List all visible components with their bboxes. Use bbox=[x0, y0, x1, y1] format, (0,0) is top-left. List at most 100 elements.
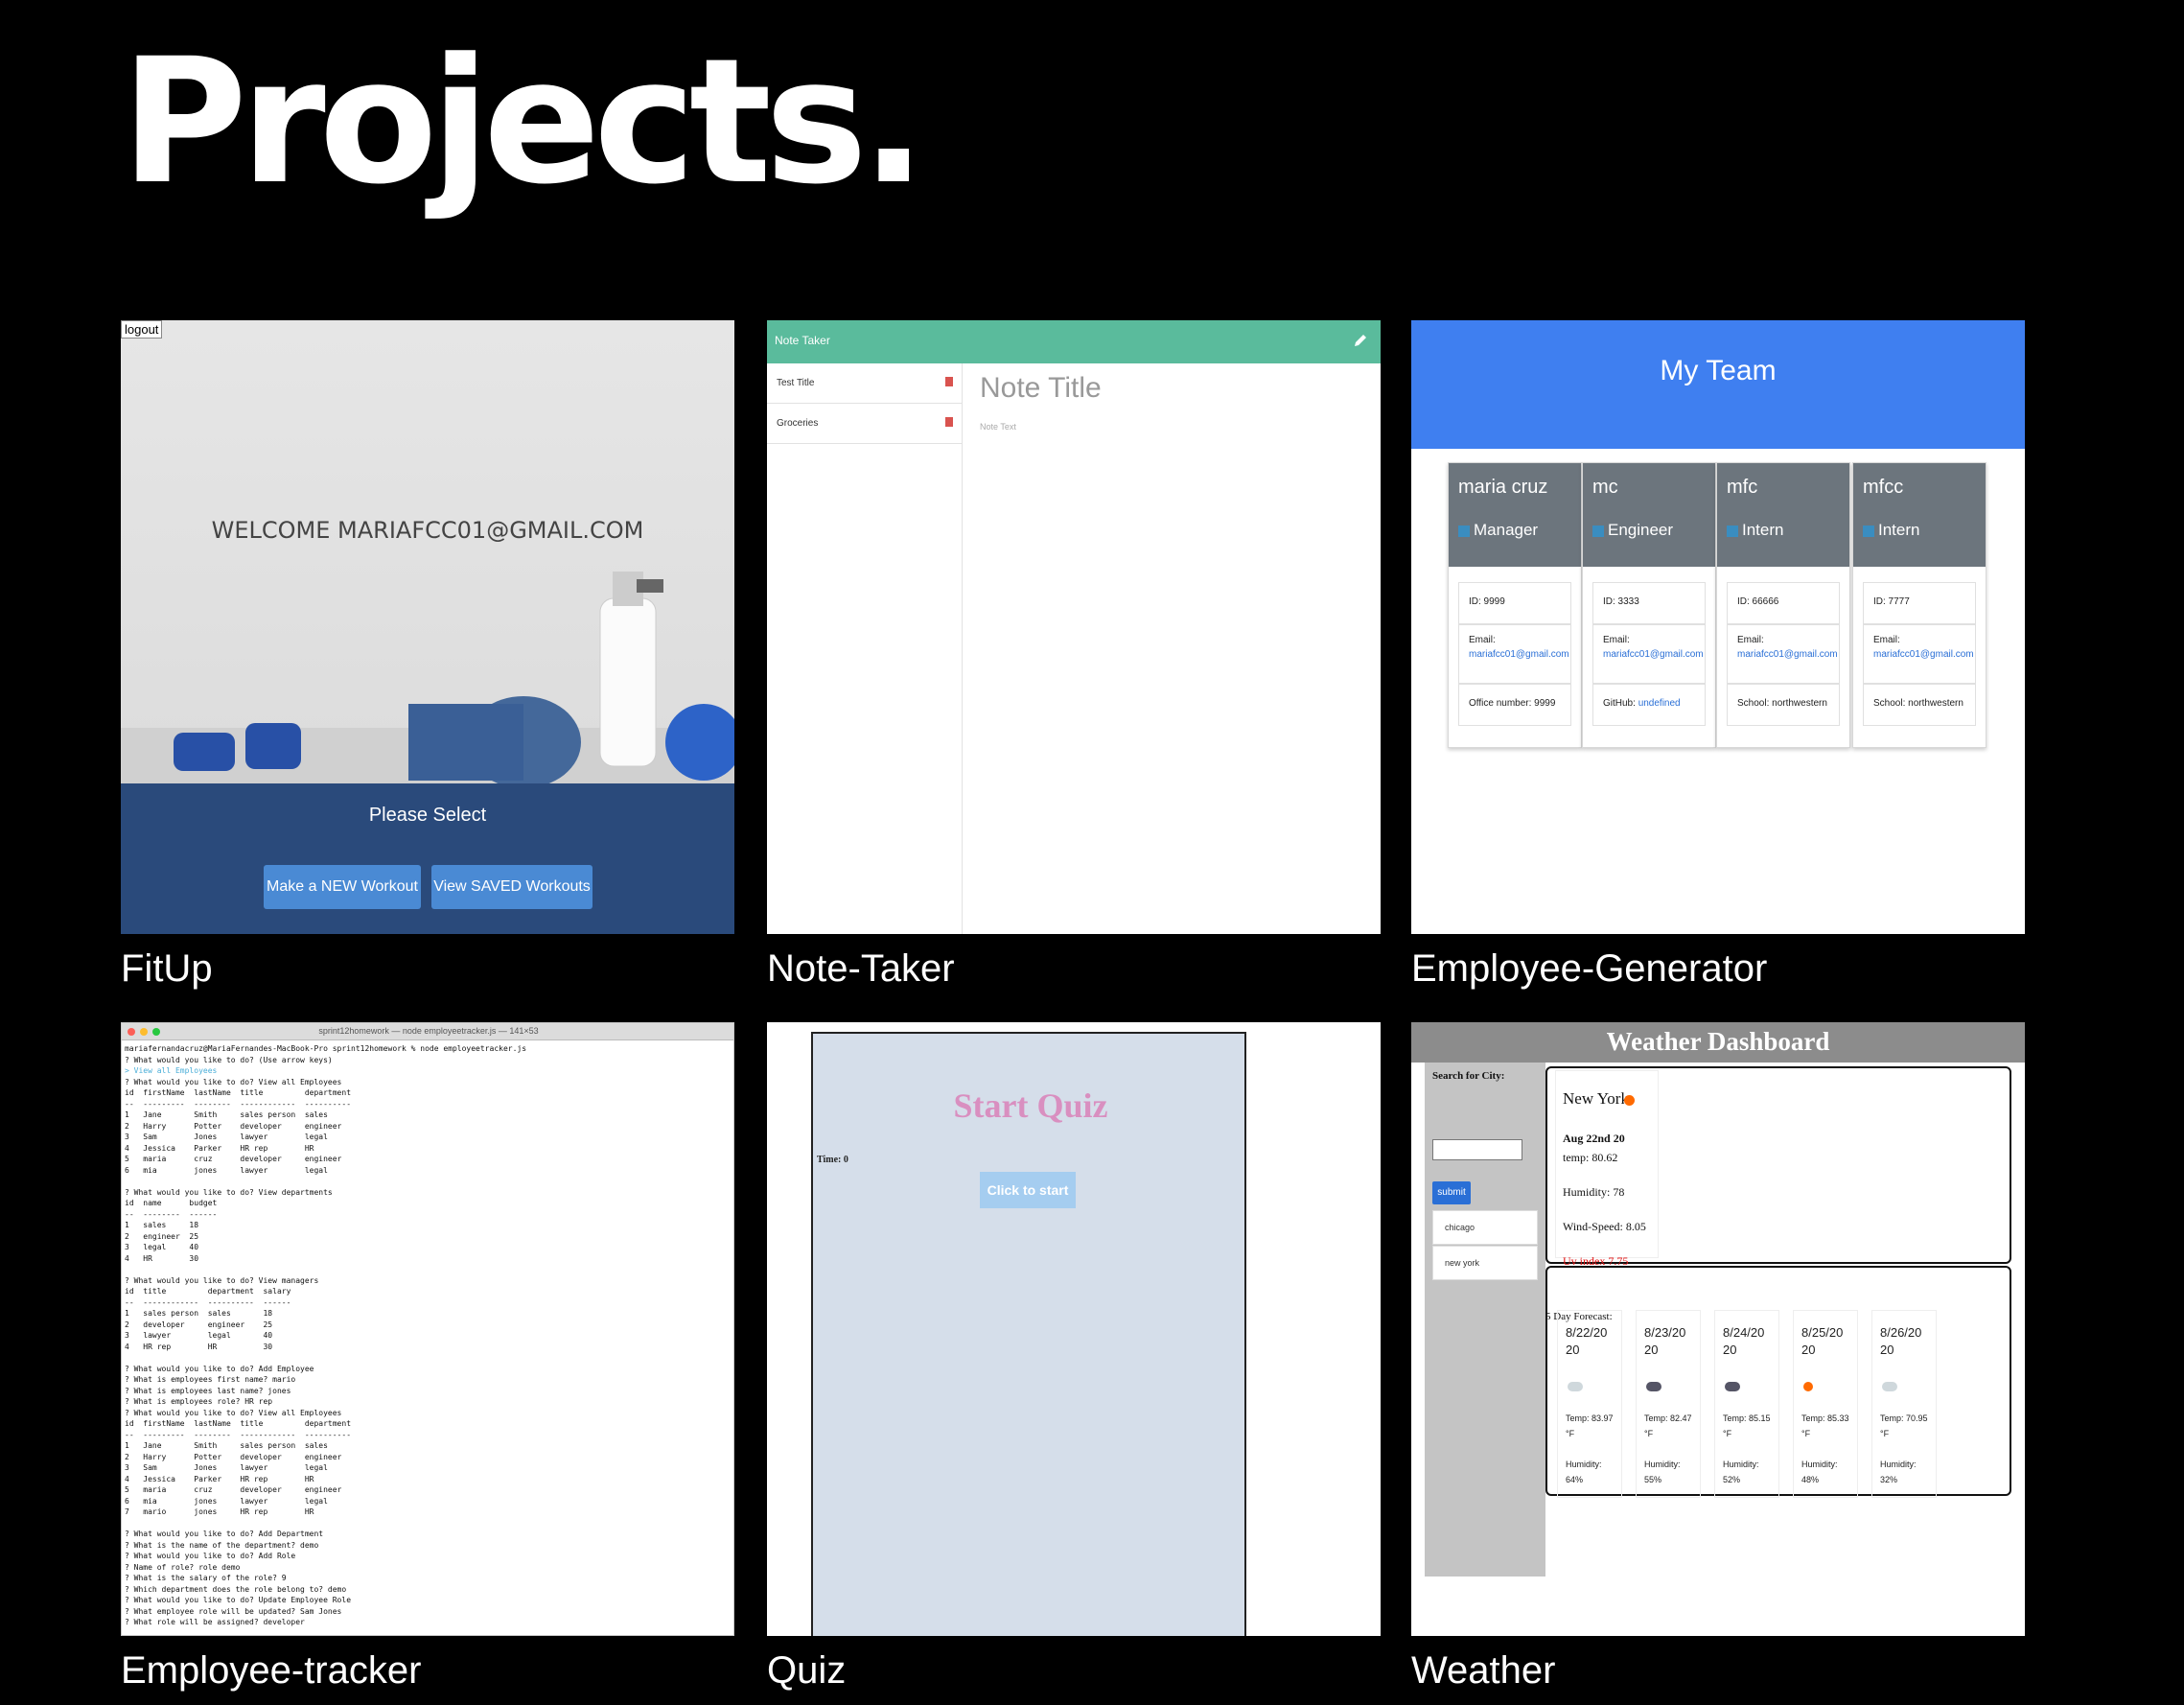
city-search-input[interactable] bbox=[1432, 1139, 1522, 1160]
terminal-line: > View all Employees bbox=[125, 1066, 218, 1075]
project-card-quiz[interactable]: Start Quiz Time: 0 Click to start bbox=[767, 1022, 1381, 1636]
new-workout-button[interactable]: Make a NEW Workout bbox=[264, 865, 421, 909]
current-weather-panel bbox=[1545, 1066, 2011, 1264]
submit-button[interactable]: submit bbox=[1432, 1181, 1471, 1204]
close-window-icon[interactable] bbox=[128, 1028, 135, 1036]
trash-icon[interactable] bbox=[945, 417, 953, 427]
employee-id: ID: 66666 bbox=[1727, 582, 1840, 624]
forecast-card: 8/23/20 20 Temp: 82.47 °F Humidity: 55% bbox=[1636, 1310, 1701, 1498]
email-label: Email: bbox=[1603, 635, 1630, 645]
email-link[interactable]: mariafcc01@gmail.com bbox=[1873, 649, 1974, 660]
note-list-item[interactable]: Groceries bbox=[767, 404, 963, 444]
current-humidity: Humidity: 78 bbox=[1563, 1185, 1625, 1199]
project-caption-note-taker[interactable]: Note-Taker bbox=[767, 947, 955, 990]
navbar bbox=[767, 320, 1381, 363]
rain-cloud-icon bbox=[1646, 1382, 1661, 1391]
project-card-note-taker[interactable]: Note Taker Test Title Groceries Note Tit… bbox=[767, 320, 1381, 934]
employee-email-row: Email: mariafcc01@gmail.com bbox=[1592, 624, 1706, 684]
forecast-humidity: Humidity: 64% bbox=[1566, 1460, 1602, 1484]
terminal-line: ? What is the name of the department? de… bbox=[125, 1540, 319, 1550]
sun-icon bbox=[1803, 1382, 1813, 1391]
saved-workouts-button[interactable]: View SAVED Workouts bbox=[431, 865, 592, 909]
note-list-item[interactable]: Test Title bbox=[767, 363, 963, 404]
terminal-line: ? What would you like to do? Add Departm… bbox=[125, 1530, 324, 1538]
terminal-line: -- --------- -------- ------------ -----… bbox=[125, 1430, 352, 1439]
forecast-humidity: Humidity: 52% bbox=[1723, 1460, 1759, 1484]
note-title-input[interactable]: Note Title bbox=[980, 372, 1102, 404]
terminal-line: 3 legal 40 bbox=[125, 1243, 199, 1251]
fitness-gear-illustration bbox=[174, 572, 734, 785]
terminal-line: ? What would you like to do? View manage… bbox=[125, 1275, 319, 1285]
student-icon bbox=[1727, 525, 1738, 537]
terminal-line: 2 developer engineer 25 bbox=[125, 1320, 273, 1329]
page-title: Projects. bbox=[121, 22, 926, 222]
email-link[interactable]: mariafcc01@gmail.com bbox=[1603, 649, 1704, 660]
city-history-item[interactable]: new york bbox=[1432, 1246, 1538, 1280]
email-link[interactable]: mariafcc01@gmail.com bbox=[1737, 649, 1838, 660]
weather-header bbox=[1411, 1022, 2025, 1063]
employee-name: mfcc bbox=[1863, 477, 1904, 498]
employee-extra: School: northwestern bbox=[1863, 684, 1976, 726]
email-label: Email: bbox=[1873, 635, 1900, 645]
project-card-employee-tracker[interactable]: sprint12homework — node employeetracker.… bbox=[121, 1022, 734, 1636]
project-caption-fitup[interactable]: FitUp bbox=[121, 947, 213, 990]
forecast-humidity: Humidity: 48% bbox=[1801, 1460, 1838, 1484]
note-text-area[interactable]: Note Text bbox=[980, 422, 1016, 432]
project-card-fitup[interactable]: logout WELCOME MARIAFCC01@GMAIL.COM Plea… bbox=[121, 320, 734, 934]
logout-link[interactable]: logout bbox=[121, 320, 163, 339]
employee-role: Intern bbox=[1727, 521, 1783, 540]
rain-cloud-icon bbox=[1725, 1382, 1740, 1391]
terminal-title: sprint12homework — node employeetracker.… bbox=[318, 1026, 539, 1036]
terminal-line: ? What would you like to do? Add Role bbox=[125, 1552, 296, 1560]
project-caption-employee-generator[interactable]: Employee-Generator bbox=[1411, 947, 1768, 990]
current-city: New York bbox=[1563, 1089, 1629, 1108]
team-banner bbox=[1411, 320, 2025, 449]
terminal-line: ? What would you like to do? View all Em… bbox=[125, 1408, 342, 1417]
please-select-heading: Please Select bbox=[368, 805, 487, 826]
forecast-date: 8/22/20 20 bbox=[1566, 1325, 1608, 1357]
note-list bbox=[767, 363, 963, 934]
minimize-window-icon[interactable] bbox=[140, 1028, 148, 1036]
weather-title: Weather Dashboard bbox=[1606, 1027, 1830, 1056]
employee-card-header bbox=[1583, 463, 1715, 567]
terminal-line: id title department salary bbox=[125, 1287, 291, 1296]
terminal-line: 4 HR 30 bbox=[125, 1253, 199, 1263]
project-card-weather[interactable]: Weather Dashboard Search for City: submi… bbox=[1411, 1022, 2025, 1636]
city-history-item[interactable]: chicago bbox=[1432, 1210, 1538, 1245]
project-caption-employee-tracker[interactable]: Employee-tracker bbox=[121, 1649, 422, 1692]
github-link[interactable]: undefined bbox=[1638, 698, 1681, 709]
pencil-icon[interactable] bbox=[1352, 332, 1369, 349]
email-label: Email: bbox=[1469, 635, 1496, 645]
employee-id: ID: 3333 bbox=[1592, 582, 1706, 624]
trash-icon[interactable] bbox=[945, 377, 953, 386]
email-label: Email: bbox=[1737, 635, 1764, 645]
terminal-line: 4 HR rep HR 30 bbox=[125, 1342, 273, 1351]
coffee-icon bbox=[1458, 525, 1470, 537]
forecast-temp: Temp: 85.15 °F bbox=[1723, 1413, 1771, 1438]
current-wind: Wind-Speed: 8.05 bbox=[1563, 1220, 1646, 1233]
employee-role-label: Intern bbox=[1742, 521, 1784, 539]
employee-name: mfc bbox=[1727, 477, 1758, 498]
note-item-title: Test Title bbox=[777, 378, 815, 388]
start-quiz-button[interactable]: Click to start bbox=[980, 1172, 1076, 1208]
sun-icon bbox=[1624, 1095, 1635, 1106]
project-caption-weather[interactable]: Weather bbox=[1411, 1649, 1556, 1692]
forecast-date: 8/25/20 20 bbox=[1801, 1325, 1844, 1357]
note-item-title: Groceries bbox=[777, 418, 819, 429]
project-caption-quiz[interactable]: Quiz bbox=[767, 1649, 847, 1692]
email-link[interactable]: mariafcc01@gmail.com bbox=[1469, 649, 1569, 660]
employee-card-header bbox=[1449, 463, 1581, 567]
terminal-line: ? What role will be assigned? developer bbox=[125, 1618, 305, 1626]
forecast-card: 8/26/20 20 Temp: 70.95 °F Humidity: 32% bbox=[1871, 1310, 1937, 1498]
terminal-line: 2 engineer 25 bbox=[125, 1231, 199, 1241]
terminal-line: ? What would you like to do? (Use arrow … bbox=[125, 1055, 333, 1064]
employee-card: mfc Intern ID: 66666 Email: mariafcc01@gm… bbox=[1716, 462, 1850, 748]
project-card-employee-generator[interactable]: My Team maria cruz Manager ID: 9999 Emai… bbox=[1411, 320, 2025, 934]
terminal-line: 4 Jessica Parker HR rep HR bbox=[125, 1474, 314, 1483]
maximize-window-icon[interactable] bbox=[152, 1028, 160, 1036]
terminal-line: ? What is employees first name? mario bbox=[125, 1375, 296, 1384]
search-sidebar: Search for City: submit chicago new york bbox=[1425, 1063, 1545, 1577]
terminal-line: ? What would you like to do? Add Employe… bbox=[125, 1364, 314, 1373]
employee-role: Manager bbox=[1458, 521, 1538, 540]
